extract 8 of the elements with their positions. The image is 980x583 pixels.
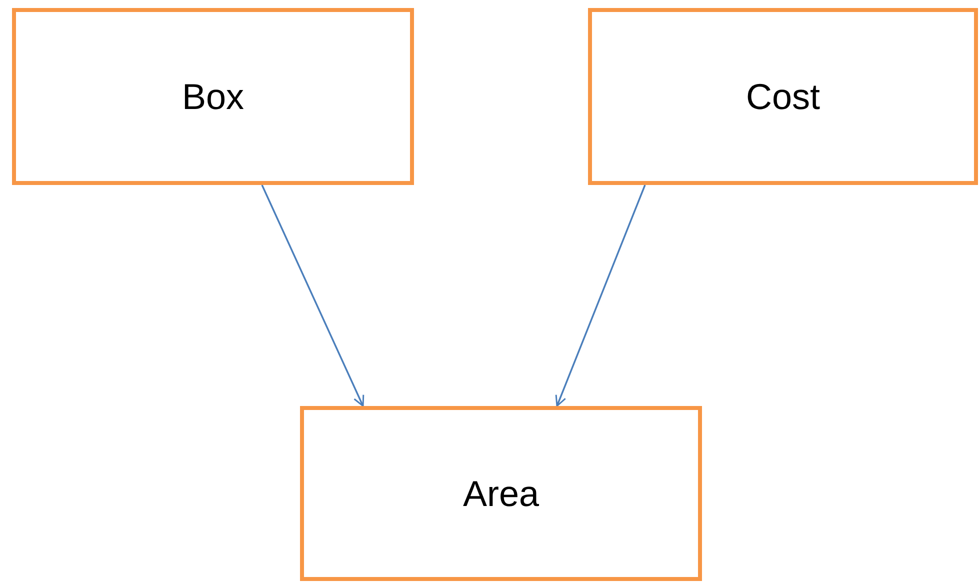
arrow (261, 184, 364, 407)
arrow (555, 184, 646, 407)
process-box (300, 406, 702, 581)
box-label: Cost (746, 76, 820, 118)
box-label: Area (462, 472, 540, 514)
box-label: Box (182, 76, 244, 118)
process-box (588, 8, 978, 185)
process-box (12, 8, 414, 185)
